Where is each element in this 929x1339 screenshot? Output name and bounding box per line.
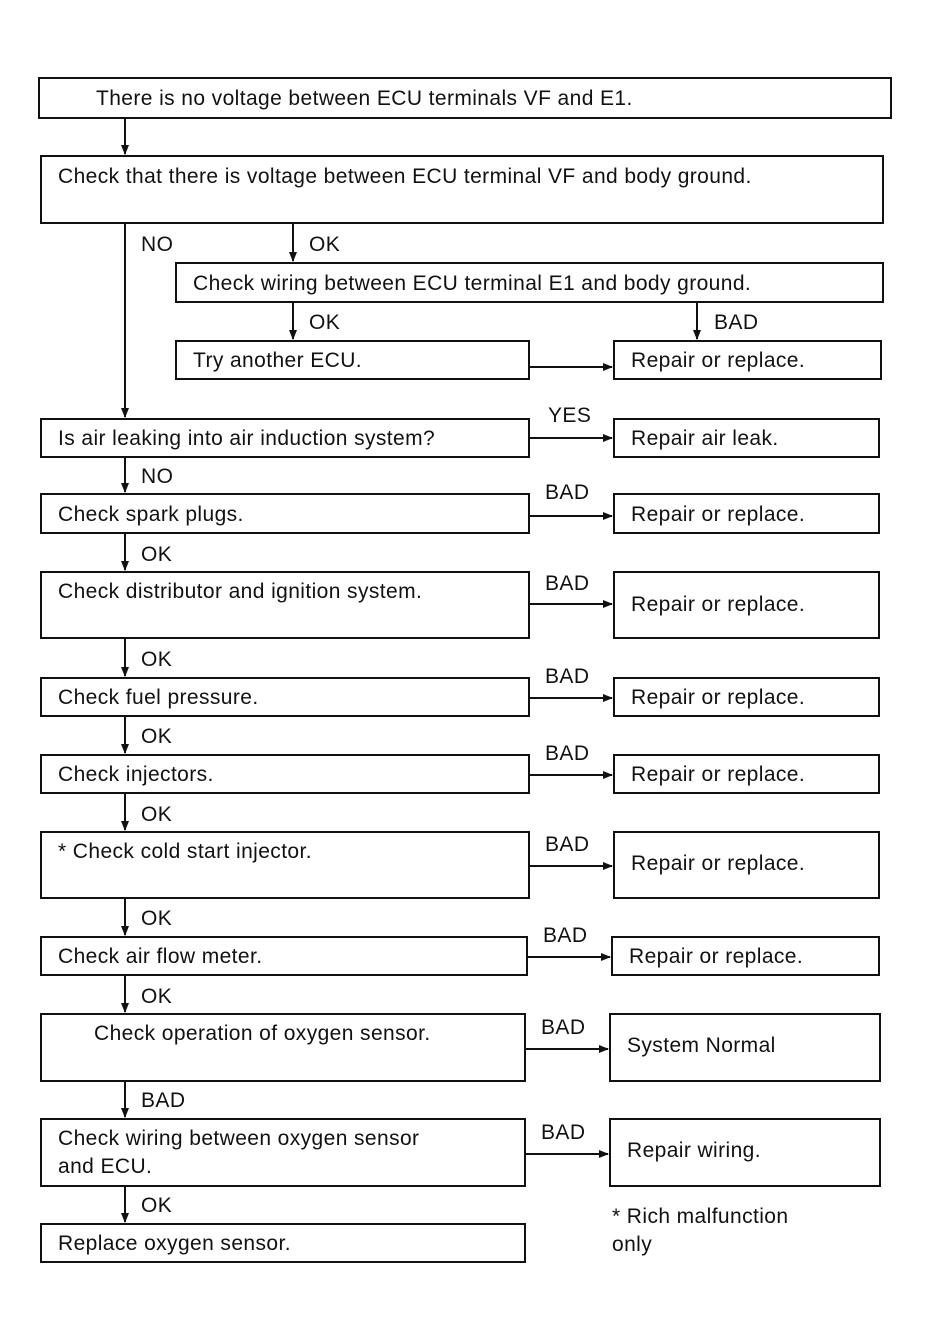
replace-oxygen-box: Replace oxygen sensor. [40, 1223, 526, 1263]
start-box: There is no voltage between ECU terminal… [38, 77, 892, 119]
cold-start-box: * Check cold start injector. [40, 831, 530, 899]
label-ok: OK [309, 233, 341, 256]
repair-air-flow-box: Repair or replace. [611, 936, 880, 976]
label-bad: BAD [714, 311, 759, 334]
repair-cold-start-text: Repair or replace. [631, 852, 806, 875]
injectors-text: Check injectors. [58, 763, 214, 786]
label-bad: BAD [545, 481, 590, 504]
repair-spark-text: Repair or replace. [631, 503, 806, 526]
repair-wiring-text: Repair wiring. [627, 1139, 761, 1162]
try-ecu-box: Try another ECU. [175, 340, 530, 380]
label-bad: BAD [541, 1016, 586, 1039]
repair-fuel-box: Repair or replace. [613, 677, 880, 717]
label-ok: OK [141, 803, 173, 826]
check-vf-text: Check that there is voltage between ECU … [58, 165, 752, 188]
distributor-text: Check distributor and ignition system. [58, 580, 423, 603]
oxygen-operation-box: Check operation of oxygen sensor. [40, 1013, 526, 1082]
repair-ecu-text: Repair or replace. [631, 349, 806, 372]
air-leak-box: Is air leaking into air induction system… [40, 418, 530, 458]
air-flow-box: Check air flow meter. [40, 936, 528, 976]
check-e1-text: Check wiring between ECU terminal E1 and… [193, 272, 752, 295]
label-ok: OK [141, 985, 173, 1008]
label-yes: YES [548, 404, 592, 427]
label-bad: BAD [545, 833, 590, 856]
spark-plugs-box: Check spark plugs. [40, 493, 530, 534]
label-bad: BAD [141, 1089, 186, 1112]
repair-cold-start-box: Repair or replace. [613, 831, 880, 899]
replace-oxygen-text: Replace oxygen sensor. [58, 1232, 291, 1255]
check-vf-box: Check that there is voltage between ECU … [40, 155, 884, 224]
system-normal-text: System Normal [627, 1034, 776, 1057]
air-flow-text: Check air flow meter. [58, 945, 263, 968]
label-bad: BAD [545, 665, 590, 688]
label-no: NO [141, 233, 174, 256]
injectors-box: Check injectors. [40, 754, 530, 794]
air-leak-text: Is air leaking into air induction system… [58, 427, 436, 450]
label-bad: BAD [541, 1121, 586, 1144]
repair-wiring-box: Repair wiring. [609, 1118, 881, 1187]
repair-distributor-text: Repair or replace. [631, 593, 806, 616]
repair-injectors-text: Repair or replace. [631, 763, 806, 786]
repair-air-flow-text: Repair or replace. [629, 945, 804, 968]
start-text: There is no voltage between ECU terminal… [96, 87, 633, 110]
spark-plugs-text: Check spark plugs. [58, 503, 244, 526]
repair-air-leak-box: Repair air leak. [613, 418, 880, 458]
fuel-pressure-box: Check fuel pressure. [40, 677, 530, 717]
distributor-box: Check distributor and ignition system. [40, 571, 530, 639]
fuel-pressure-text: Check fuel pressure. [58, 686, 259, 709]
repair-injectors-box: Repair or replace. [613, 754, 880, 794]
oxygen-wiring-box: Check wiring between oxygen sensor and E… [40, 1118, 526, 1187]
repair-spark-box: Repair or replace. [613, 493, 880, 534]
footnote: * Rich malfunction only [612, 1205, 789, 1256]
label-bad: BAD [545, 742, 590, 765]
label-ok: OK [141, 1194, 173, 1217]
check-e1-box: Check wiring between ECU terminal E1 and… [175, 262, 884, 303]
label-ok: OK [141, 725, 173, 748]
system-normal-box: System Normal [609, 1013, 881, 1082]
cold-start-text: * Check cold start injector. [58, 840, 312, 863]
repair-fuel-text: Repair or replace. [631, 686, 806, 709]
repair-air-leak-text: Repair air leak. [631, 427, 779, 450]
label-bad: BAD [543, 924, 588, 947]
label-bad: BAD [545, 572, 590, 595]
repair-distributor-box: Repair or replace. [613, 571, 880, 639]
label-ok: OK [141, 907, 173, 930]
label-ok: OK [309, 311, 341, 334]
label-ok: OK [141, 543, 173, 566]
try-ecu-text: Try another ECU. [193, 349, 363, 372]
label-no: NO [141, 465, 174, 488]
oxygen-operation-text: Check operation of oxygen sensor. [94, 1022, 431, 1045]
label-ok: OK [141, 648, 173, 671]
oxygen-wiring-text: Check wiring between oxygen sensor and E… [58, 1127, 420, 1178]
repair-ecu-box: Repair or replace. [613, 340, 882, 380]
